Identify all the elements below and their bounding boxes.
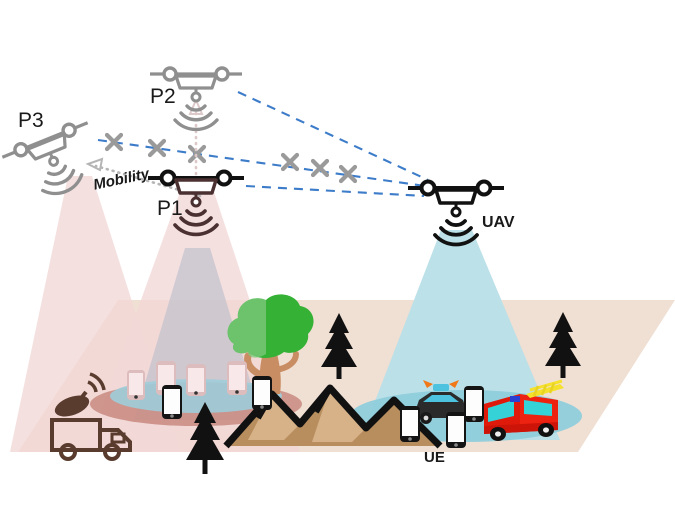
phone bbox=[227, 361, 247, 395]
mobility-arrow-p1-p2 bbox=[188, 97, 204, 176]
blockage-cross-group bbox=[104, 132, 358, 184]
antenna-waves-p2 bbox=[173, 104, 219, 132]
drone-p1 bbox=[148, 169, 244, 237]
link-p1-uav bbox=[245, 184, 425, 198]
phone bbox=[446, 412, 466, 448]
phone bbox=[464, 386, 484, 422]
blockage-cross bbox=[147, 138, 167, 158]
fire-truck bbox=[484, 379, 564, 441]
drone-uav bbox=[408, 179, 504, 247]
blockage-cross bbox=[310, 158, 330, 178]
pine-tree bbox=[186, 402, 224, 474]
blockage-cross bbox=[187, 144, 207, 164]
pine-tree bbox=[321, 313, 357, 379]
antenna-waves-uav bbox=[433, 219, 479, 247]
drone-p3 bbox=[1, 121, 89, 196]
label-uav: UAV bbox=[482, 214, 515, 231]
phone bbox=[162, 385, 182, 419]
satellite-truck bbox=[50, 372, 132, 461]
phone bbox=[186, 364, 206, 396]
blockage-cross bbox=[280, 152, 300, 172]
link-p3-uav bbox=[97, 138, 426, 188]
antenna-waves-p1 bbox=[173, 209, 219, 237]
label-p2: P2 bbox=[150, 85, 176, 108]
phone bbox=[400, 406, 420, 442]
phone-group bbox=[127, 361, 484, 448]
label-ue: UE bbox=[424, 449, 445, 466]
antenna-waves-p3 bbox=[41, 164, 84, 196]
broadleaf-tree bbox=[227, 294, 314, 394]
drone-p2 bbox=[150, 66, 242, 132]
blockage-cross bbox=[338, 164, 358, 184]
police-car bbox=[415, 380, 467, 424]
link-group bbox=[97, 91, 429, 198]
label-p1: P1 bbox=[157, 197, 183, 220]
link-p2-uav bbox=[237, 91, 429, 181]
phone bbox=[252, 376, 272, 410]
phone bbox=[127, 370, 145, 400]
blockage-cross bbox=[104, 132, 124, 152]
beam-uav bbox=[360, 230, 560, 440]
label-p3: P3 bbox=[18, 109, 44, 132]
pine-tree bbox=[545, 312, 581, 378]
